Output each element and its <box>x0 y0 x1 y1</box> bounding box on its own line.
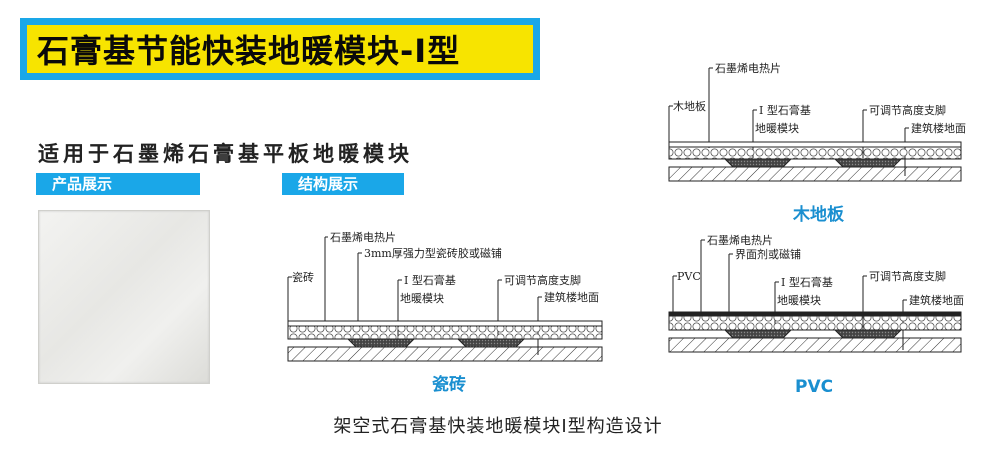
label-graphene-sheet: 石墨烯电热片 <box>330 231 396 244</box>
label-floor: 建筑楼地面 <box>544 290 599 304</box>
diagram-tile: 石墨烯电热片 3mm厚强力型瓷砖胶或磁铺 瓷砖 I 型石膏基 地暖模块 可调节高… <box>287 231 603 395</box>
label-module: 地暖模块 <box>777 294 821 307</box>
diagram-pvc: 石墨烯电热片 界面剂或磁铺 PVC I 型石膏基 地暖模块 可调节高度支脚 建筑… <box>668 234 964 397</box>
label-adjustable-foot: 可调节高度支脚 <box>504 273 581 287</box>
label-floor: 建筑楼地面 <box>911 121 966 135</box>
label-tile: 瓷砖 <box>292 270 314 284</box>
caption-pvc: PVC <box>795 377 833 397</box>
page-title: 石膏基节能快装地暖模块-I型 <box>27 25 533 73</box>
label-adjustable-foot: 可调节高度支脚 <box>869 269 946 283</box>
label-pvc: PVC <box>677 270 701 283</box>
label-module: 地暖模块 <box>400 292 444 305</box>
title-banner: 石膏基节能快装地暖模块-I型 <box>20 18 540 80</box>
label-module: 地暖模块 <box>755 122 799 135</box>
tag-product: 产品展示 <box>36 173 200 195</box>
label-interface-agent: 界面剂或磁铺 <box>735 247 801 261</box>
label-wood-floor: 木地板 <box>673 99 706 113</box>
footer-caption: 架空式石膏基快装地暖模块I型构造设计 <box>333 416 663 437</box>
caption-wood: 木地板 <box>792 204 845 225</box>
label-module-type: I 型石膏基 <box>759 103 811 117</box>
tag-structure: 结构展示 <box>282 173 404 195</box>
caption-tile: 瓷砖 <box>432 374 466 395</box>
label-floor: 建筑楼地面 <box>909 293 964 307</box>
subtitle: 适用于石墨烯石膏基平板地暖模块 <box>38 142 413 166</box>
label-graphene-sheet: 石墨烯电热片 <box>707 234 773 247</box>
label-module-type: I 型石膏基 <box>404 273 456 287</box>
label-module-type: I 型石膏基 <box>781 275 833 289</box>
product-image <box>38 210 210 384</box>
label-graphene-sheet: 石墨烯电热片 <box>715 62 781 75</box>
label-tile-adhesive: 3mm厚强力型瓷砖胶或磁铺 <box>364 246 502 260</box>
label-adjustable-foot: 可调节高度支脚 <box>869 103 946 117</box>
diagram-wood: 石墨烯电热片 木地板 I 型石膏基 地暖模块 可调节高度支脚 建筑楼地面 木地板 <box>668 62 966 225</box>
